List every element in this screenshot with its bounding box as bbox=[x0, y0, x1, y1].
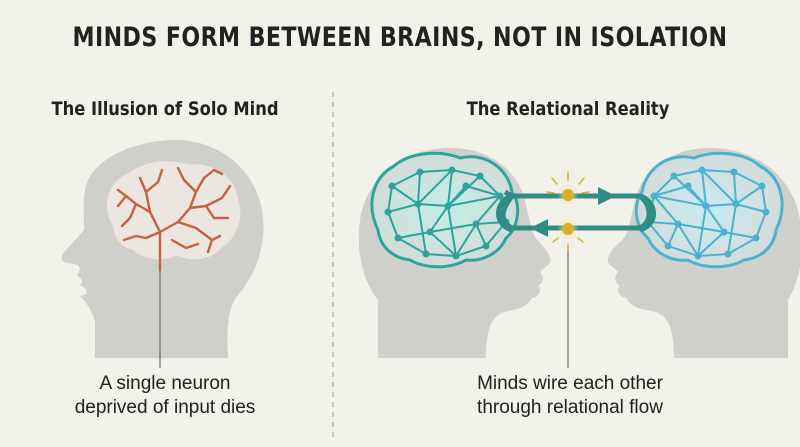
right-caption-line-2: through relational flow bbox=[477, 397, 663, 418]
right-caption-line-1: Minds wire each other bbox=[477, 373, 663, 394]
left-caption-line-1: A single neuron bbox=[99, 373, 231, 394]
left-panel-heading: The Illusion of Solo Mind bbox=[51, 98, 279, 120]
flow-arrow-left bbox=[530, 219, 548, 237]
left-caption-line-2: deprived of input dies bbox=[74, 397, 256, 418]
right-panel-caption: Minds wire each other through relational… bbox=[440, 372, 700, 420]
spark-bottom bbox=[552, 218, 584, 253]
left-brain bbox=[105, 160, 242, 261]
flow-arrow-right bbox=[598, 187, 616, 205]
page-title: MINDS FORM BETWEEN BRAINS, NOT IN ISOLAT… bbox=[72, 22, 728, 53]
spark-top bbox=[546, 171, 590, 206]
left-panel-caption: A single neuron deprived of input dies bbox=[40, 372, 290, 420]
left-neuron bbox=[116, 166, 232, 272]
right-panel-heading: The Relational Reality bbox=[466, 98, 670, 120]
